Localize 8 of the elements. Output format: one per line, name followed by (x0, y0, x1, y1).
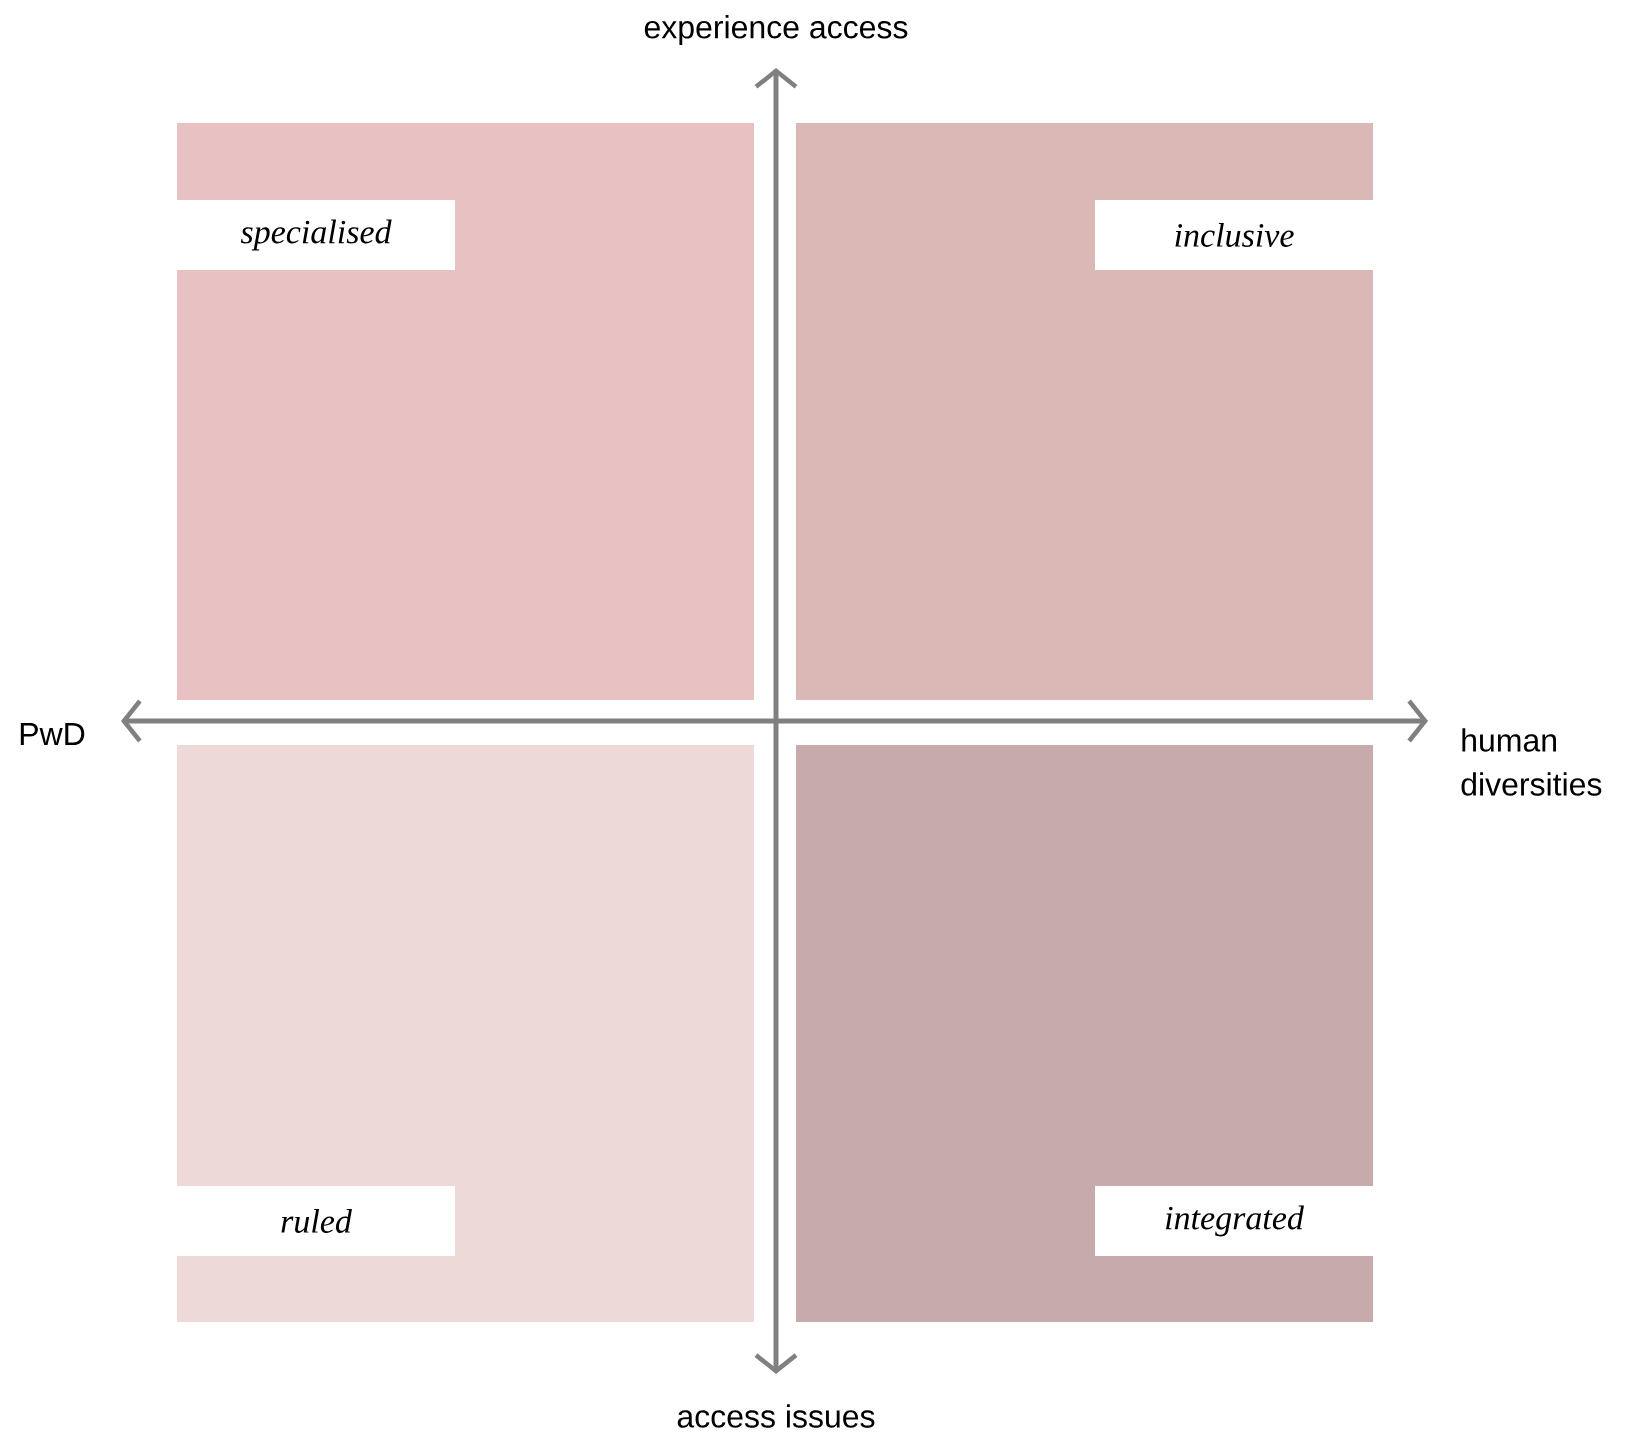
quadrant-box: inclusive (796, 123, 1373, 700)
quadrant-box: specialised (177, 123, 754, 700)
axis-label: experience access (644, 15, 908, 45)
axis-label: access issues (677, 1404, 875, 1428)
axis-label: human diversities (1461, 728, 1602, 796)
axis-label: PwD (20, 723, 85, 745)
quadrant-box: integrated (796, 745, 1373, 1322)
quadrant-box: ruled (177, 745, 754, 1322)
